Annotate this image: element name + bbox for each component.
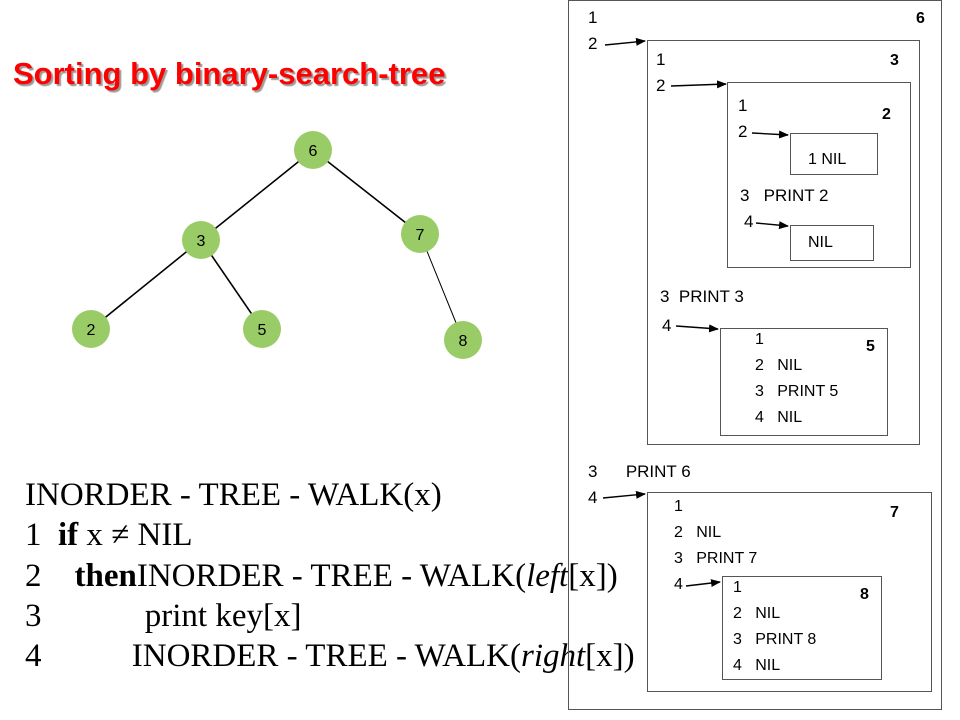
line-number: 4 [25,638,42,674]
trace-7-line-2: 2 NIL [674,524,722,541]
trace-6-line-4: 4 [588,488,598,507]
tree-node-8: 8 [444,321,482,359]
trace-8-line-3: 3 PRINT 8 [733,631,817,648]
arrow-2-to-1 [751,130,789,139]
trace-frame-2 [727,82,911,268]
trace-5-line-2: 2 NIL [755,357,803,374]
keyword-if: if [58,517,79,553]
tree-edge-7-8 [419,233,464,341]
trace-frame-nil [790,225,874,261]
tree-node-7: 7 [401,215,439,253]
trace-frame-3 [647,40,920,445]
arrow-6-to-3 [604,37,646,46]
trace-7-line-3: 3 PRINT 7 [674,550,758,567]
trace-frame-nil-text: NIL [808,234,833,251]
arrow-3-to-2 [670,80,727,89]
binary-search-tree: 6 3 7 2 5 8 [72,131,482,359]
trace-7-line-4: 4 [674,576,683,593]
trace-2-print: PRINT 2 [763,186,829,205]
frame-number-3: 3 [890,52,899,69]
trace-frame-5 [720,328,888,436]
tree-node-3: 3 [182,221,220,259]
trace-7-line-1: 1 [674,498,683,515]
arrow-3-to-5 [675,324,719,333]
tree-edge-6-7 [312,149,421,235]
page-title: Sorting by binary-search-tree [13,56,446,91]
trace-5-line-4: 4 NIL [755,409,803,426]
arrow-7-to-8 [685,579,721,588]
arrow-2-to-nil [755,221,789,230]
pseudocode-line-3: 3 print key[x] [25,598,301,635]
line-number: 3 [25,598,42,634]
svg-text:7: 7 [416,227,425,244]
svg-text:2: 2 [87,322,96,339]
trace-frame-7 [647,492,932,692]
svg-text:8: 8 [459,333,468,350]
trace-2-line-4: 4 [744,212,754,231]
svg-text:3: 3 [197,233,206,250]
if-condition: x ≠ NIL [86,517,193,553]
line-number: 2 [25,558,42,594]
frame-number-8: 8 [860,586,869,603]
tree-edge-6-3 [200,149,314,241]
line-number: 1 [25,517,42,553]
call-text: INORDER - TREE - WALK( [136,558,527,594]
trace-8-line-4: 4 NIL [733,657,781,674]
trace-frame-1 [790,133,878,175]
trace-6-print: PRINT 6 [625,462,691,481]
svg-text:5: 5 [258,322,267,339]
trace-2-line-2: 2 [738,122,748,141]
tree-edge-3-2 [90,239,202,330]
trace-8-line-1: 1 [733,579,742,596]
frame-number-6: 6 [916,10,925,27]
trace-3-line-1: 1 [656,50,666,69]
trace-8-line-2: 2 NIL [733,605,781,622]
trace-6-line-2: 2 [588,34,598,53]
call-text: INORDER - TREE - WALK( [131,638,521,674]
trace-5-line-1: 1 [755,331,764,348]
pseudocode-header: INORDER - TREE - WALK(x) [25,477,442,513]
keyword-then: then [74,558,137,594]
call-arg: left [526,558,569,594]
tree-node-5: 5 [243,310,281,348]
trace-2-line-1: 1 [738,96,748,115]
trace-2-line-3: 3 PRINT 2 [740,186,829,205]
tree-node-2: 2 [72,310,110,348]
trace-6-line-3: 3 PRINT 6 [588,462,691,481]
trace-frame-1-text: 1 NIL [808,151,847,168]
frame-number-7: 7 [890,504,899,521]
frame-number-5: 5 [866,338,875,355]
trace-3-line-4: 4 [662,316,672,335]
trace-frame-8 [722,576,882,680]
tree-node-6: 6 [294,131,332,169]
trace-5-line-3: 3 PRINT 5 [755,383,839,400]
pseudocode-line-4: 4 INORDER - TREE - WALK(right[x]) [25,638,635,675]
pseudocode-line-1: 1 if x ≠ NIL [25,517,193,554]
call-subscript: [x]) [585,638,635,674]
trace-6-line-1: 1 [588,8,598,27]
print-text: print key[x] [144,598,302,634]
pseudocode-line-2: 2 thenINORDER - TREE - WALK(left[x]) [25,558,618,595]
svg-text:6: 6 [309,143,318,160]
trace-3-line-2: 2 [656,76,666,95]
trace-frame-6 [568,0,942,710]
call-subscript: [x]) [568,558,618,594]
call-arg: right [520,638,586,674]
trace-3-print: PRINT 3 [678,287,744,306]
arrow-6-to-7 [602,490,646,499]
frame-number-2: 2 [882,106,891,123]
trace-3-line-3: 3 PRINT 3 [660,287,744,306]
